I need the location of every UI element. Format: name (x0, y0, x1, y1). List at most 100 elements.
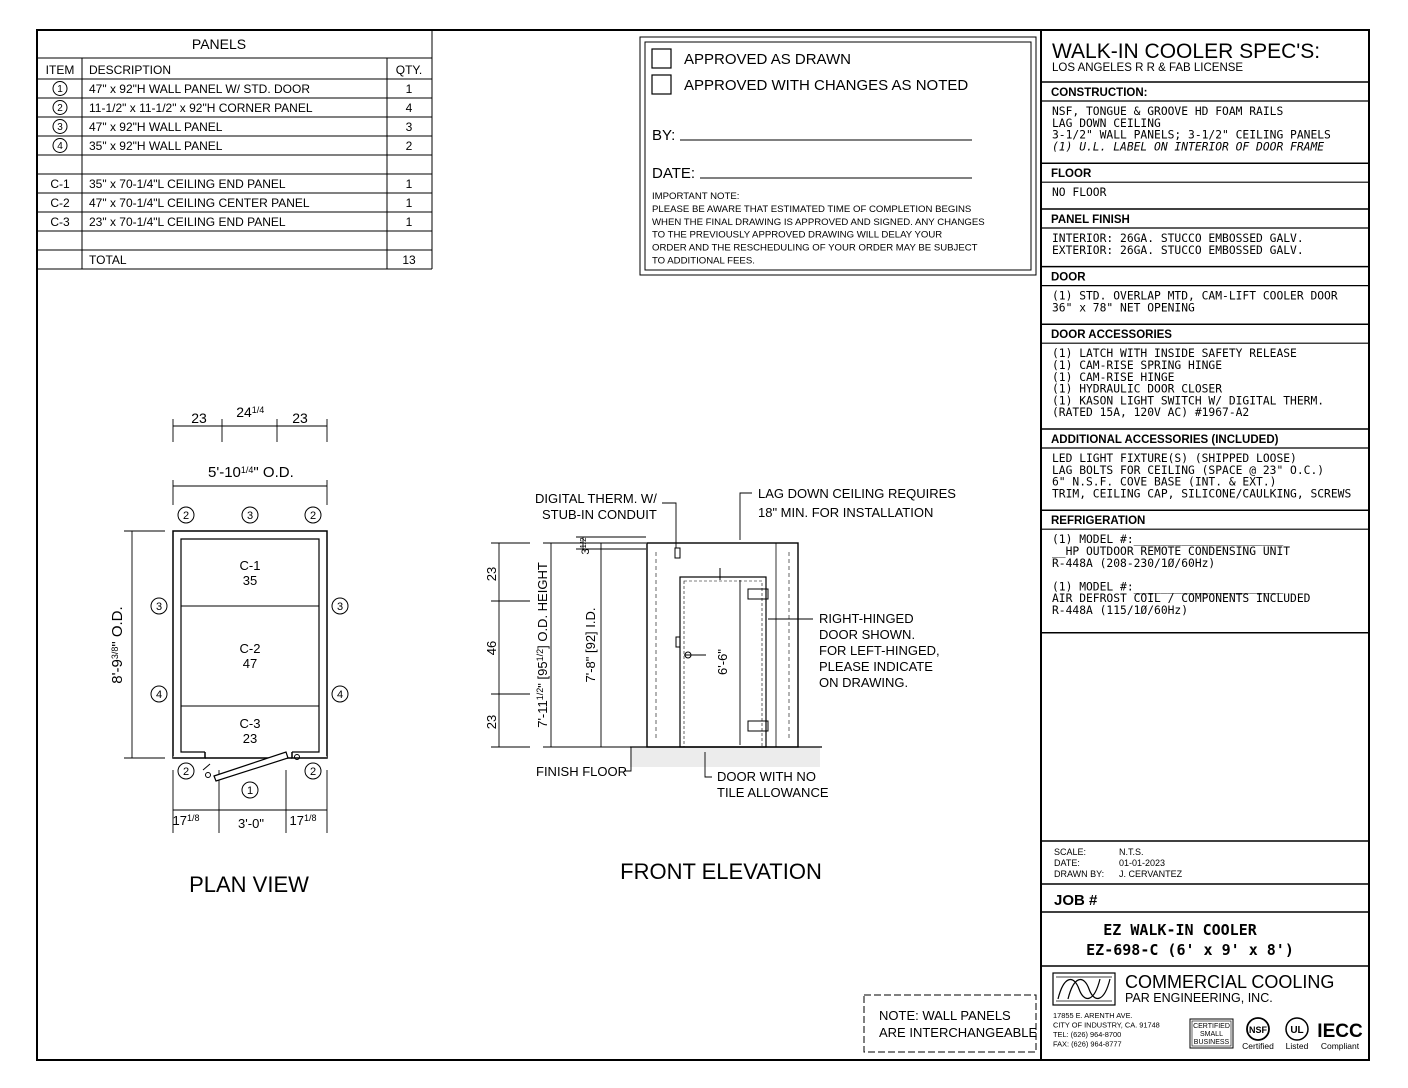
elev-id-height: 7'-8" [92] I.D. (583, 607, 598, 682)
therm-note-line-2: STUB-IN CONDUIT (542, 507, 657, 522)
item-circle-icon (52, 138, 68, 153)
floor-hatch (630, 747, 820, 767)
row-item: 1 (57, 84, 63, 95)
product-model: EZ-698-C (6' x 9' x 8') (1086, 941, 1294, 959)
address-line: FAX: (626) 964-8777 (1053, 1040, 1122, 1049)
row-description: 35" x 70-1/4"L CEILING END PANEL (89, 177, 286, 191)
row-item: 3 (57, 122, 63, 133)
therm-note-line-1: DIGITAL THERM. W/ (535, 491, 657, 506)
panel-callout-number: 2 (310, 766, 316, 778)
job-number-label: JOB # (1054, 892, 1098, 909)
spec-line: 36" x 78" NET OPENING (1052, 301, 1195, 314)
plan-view-label: PLAN VIEW (189, 872, 309, 897)
panel-callout-number: 2 (310, 510, 316, 522)
header-item: ITEM (46, 63, 75, 77)
row-description: 11-1/2" x 11-1/2" x 92"H CORNER PANEL (89, 101, 313, 115)
panel-callout-icon (177, 506, 195, 524)
row-item: C-1 (50, 177, 70, 191)
panel-callout-number: 2 (183, 510, 189, 522)
plan-dim-top-right: 23 (292, 410, 308, 426)
plan-view (124, 419, 328, 833)
row-description: 47" x 92"H WALL PANEL (89, 120, 223, 134)
row-qty: 4 (406, 101, 413, 115)
approved-as-drawn-label: APPROVED AS DRAWN (684, 51, 851, 68)
item-circle-icon (52, 100, 68, 115)
date-field-label: DATE: (1054, 858, 1080, 868)
spec-subtitle: LOS ANGELES R R & FAB LICENSE (1052, 62, 1243, 74)
hinge-note-line-2: DOOR SHOWN. (819, 627, 915, 642)
cert-line-1: CERTIFIED (1193, 1023, 1230, 1030)
total-label: TOTAL (89, 253, 127, 267)
row-qty: 1 (406, 215, 413, 229)
row-qty: 3 (406, 120, 413, 134)
elev-dim-23-top: 23 (484, 567, 499, 581)
company-subname: PAR ENGINEERING, INC. (1125, 991, 1273, 1005)
address-line: TEL: (626) 964-8700 (1053, 1030, 1121, 1039)
company-name: COMMERCIAL COOLING (1125, 972, 1334, 992)
spec-title: WALK-IN COOLER SPEC'S: (1052, 40, 1320, 63)
iecc-label: IECC (1317, 1021, 1363, 1042)
ceiling-note-line-1: LAG DOWN CEILING REQUIRES (758, 486, 956, 501)
elev-door-height: 6'-6" (715, 649, 730, 675)
spec-heading-construction: CONSTRUCTION: (1051, 87, 1147, 99)
certified-small-business-badge: CERTIFIED SMALL BUSINESS (1189, 1018, 1234, 1049)
approved-with-changes-checkbox[interactable] (651, 74, 672, 95)
spec-line: (1) CAM-RISE HINGE (1052, 371, 1175, 384)
spec-line: (1) KASON LIGHT SWITCH W/ DIGITAL THERM. (1052, 394, 1324, 407)
hinge-note-line-5: ON DRAWING. (819, 675, 908, 690)
door-note-line-2: TILE ALLOWANCE (717, 785, 829, 800)
panel-callout-number: 3 (247, 510, 253, 522)
plan-od-depth: 8'-93/8" O.D. (109, 606, 126, 683)
elev-top-dim: 31/2 (579, 537, 592, 555)
spec-line-italic: (1) U.L. LABEL ON INTERIOR OF DOOR FRAME (1052, 140, 1324, 153)
panel-callout-icon (331, 685, 349, 703)
approval-note-line: PLEASE BE AWARE THAT ESTIMATED TIME OF C… (652, 204, 971, 215)
approved-as-drawn-checkbox[interactable] (651, 48, 672, 69)
scale-value: N.T.S. (1119, 847, 1144, 857)
spec-line: NO FLOOR (1052, 186, 1107, 199)
front-elevation (491, 492, 822, 778)
plan-dim-bottom-right: 171/8 (290, 813, 317, 828)
spec-line: (1) HYDRAULIC DOOR CLOSER (1052, 383, 1222, 396)
plan-dim-top-mid-frac: 1/4 (252, 405, 265, 415)
drawn-by-label: DRAWN BY: (1054, 869, 1104, 879)
panel-callout-number: 3 (156, 601, 162, 613)
panel-callout-number: 4 (337, 689, 343, 701)
elev-od-height: 7'-111/2" [951/2] O.D. HEIGHT (535, 562, 550, 728)
plan-dim-bottom-left: 171/8 (173, 813, 200, 828)
spec-line: INTERIOR: 26GA. STUCCO EMBOSSED GALV. (1052, 232, 1304, 245)
product-name: EZ WALK-IN COOLER (1103, 921, 1257, 939)
panel-callout-number: 4 (156, 689, 162, 701)
spec-line: (1) STD. OVERLAP MTD, CAM-LIFT COOLER DO… (1052, 290, 1338, 303)
iecc-compliant-icon: IECC Compliant (1317, 1021, 1363, 1051)
panel-callout-icon (177, 762, 195, 780)
scale-label: SCALE: (1054, 847, 1086, 857)
note-line-2: ARE INTERCHANGEABLE (879, 1025, 1038, 1040)
ceiling-c1-width: 35 (243, 573, 257, 588)
ul-caption: Listed (1286, 1041, 1309, 1051)
panel-callout-number: 3 (337, 601, 343, 613)
nsf-label: NSF (1249, 1025, 1268, 1035)
item-circle-icon (52, 119, 68, 134)
spec-line: LAG BOLTS FOR CEILING (SPACE @ 23" O.C.) (1052, 464, 1324, 477)
approval-box: APPROVED AS DRAWN APPROVED WITH CHANGES … (639, 36, 1037, 276)
company-logo (1052, 972, 1116, 1006)
header-qty: QTY. (396, 63, 422, 77)
row-qty: 1 (406, 196, 413, 210)
spec-line: (1) LATCH WITH INSIDE SAFETY RELEASE (1052, 347, 1297, 360)
spec-line: (1) MODEL #:______________________ (1052, 533, 1283, 546)
approval-note-line: TO THE PREVIOUSLY APPROVED DRAWING WILL … (652, 230, 942, 241)
ceiling-c2-id: C-2 (240, 641, 261, 656)
row-item: 2 (57, 103, 63, 114)
date-field-value: 01-01-2023 (1119, 858, 1165, 868)
spec-line: 3-1/2" WALL PANELS; 3-1/2" CEILING PANEL… (1052, 129, 1331, 142)
panel-callout-icon (150, 597, 168, 615)
spec-heading-additional: ADDITIONAL ACCESSORIES (INCLUDED) (1051, 434, 1279, 446)
row-description: 23" x 70-1/4"L CEILING END PANEL (89, 215, 286, 229)
drawn-by-value: J. CERVANTEZ (1119, 869, 1183, 879)
spec-line: TRIM, CEILING CAP, SILICONE/CAULKING, SC… (1052, 487, 1351, 500)
row-item: C-2 (50, 196, 70, 210)
row-qty: 1 (406, 177, 413, 191)
